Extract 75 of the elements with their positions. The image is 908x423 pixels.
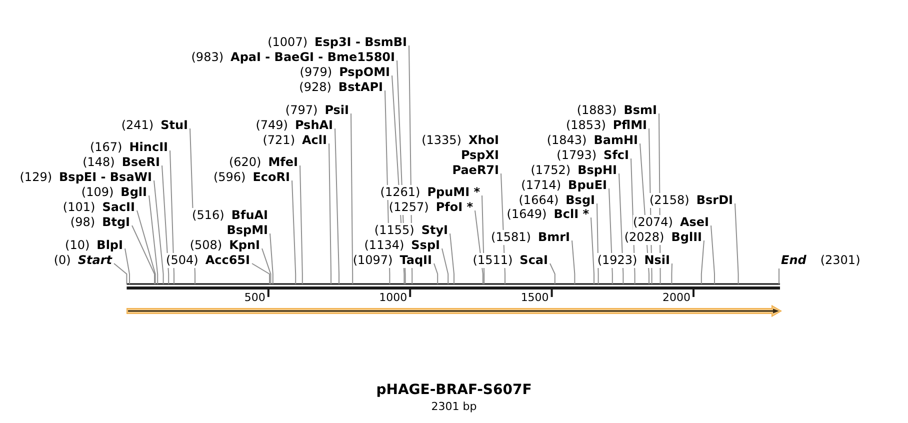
leader-line — [590, 217, 594, 284]
site-label: (1853) PflMI — [566, 118, 647, 132]
site-label: (1923) NsiI — [597, 252, 670, 268]
site-label: (979) PspOMI — [300, 64, 390, 80]
site-label: (129) BspEI - BsaWI — [20, 170, 152, 184]
site-label: End (2301) — [781, 252, 860, 268]
leader-line — [700, 240, 704, 284]
dna-backbone — [126, 283, 780, 290]
leader-line — [710, 225, 715, 284]
scale-label: 2000 — [662, 291, 690, 304]
site-label: (1007) Esp3I - BsmBI — [268, 34, 407, 50]
site-label: (2028) BglII — [624, 230, 702, 244]
leader-line — [162, 165, 170, 284]
leader-line — [170, 150, 174, 284]
title: pHAGE-BRAF-S607F — [376, 382, 532, 399]
leader-line — [154, 180, 164, 284]
site-label: (1134) SspI — [364, 238, 440, 252]
site-label: (1714) BpuEI — [521, 178, 607, 192]
site-label: (0) Start — [54, 252, 112, 268]
scale-label: 1500 — [520, 291, 549, 304]
leader-line — [778, 268, 780, 284]
site-label: (109) BglI — [81, 184, 147, 200]
site-label: (1793) SfcI — [556, 148, 629, 162]
leader-line — [442, 248, 449, 284]
leader-line — [350, 113, 354, 284]
site-label: (241) StuI — [121, 118, 188, 132]
site-label: (148) BseRI — [82, 154, 160, 170]
site-label: (101) SacII — [62, 200, 135, 214]
site-label: (1843) BamHI — [546, 132, 638, 148]
site-label: (1664) BsgI — [518, 192, 595, 208]
leader-line — [114, 263, 128, 284]
site-label: (504) Acc65I — [166, 252, 250, 268]
site-label: (1257) PfoI * — [388, 200, 473, 214]
site-label: (1097) TaqII — [352, 252, 432, 268]
leader-line — [671, 263, 672, 284]
leader-line — [124, 248, 130, 284]
leader-line — [270, 233, 274, 284]
leader-line — [136, 210, 156, 284]
leader-line — [252, 263, 270, 284]
site-label: (167) HincII — [90, 140, 168, 154]
leader-line — [572, 240, 576, 284]
site-label: (797) PsiI — [285, 102, 349, 118]
scale-label: 1000 — [379, 291, 408, 304]
site-label: (721) AclI — [262, 132, 327, 148]
site-label: (2158) BsrDI — [649, 192, 733, 208]
caption: 2301 bp — [431, 400, 477, 414]
leader-line — [292, 180, 296, 284]
site-label: (1155) StyI — [374, 222, 448, 238]
site-label: (1883) BsmI — [576, 102, 657, 118]
site-label: (749) PshAI — [256, 118, 333, 132]
leader-line — [300, 165, 303, 284]
site-label: (1261) PpuMI * — [380, 184, 480, 200]
leader-line — [334, 128, 340, 284]
leader-line — [262, 248, 272, 284]
site-label: (508) KpnI — [190, 238, 260, 252]
site-label: (1335) XhoI PspXI PaeR7I — [422, 132, 499, 178]
site-label: (2074) AseI — [633, 214, 709, 230]
leader-line — [734, 203, 739, 284]
leader-line — [450, 233, 454, 284]
site-label: (10) BlpI — [65, 238, 123, 252]
leader-line — [434, 263, 438, 284]
site-label: (1752) BspHI — [530, 162, 617, 178]
site-label: (928) BstAPI — [299, 80, 383, 94]
scale-label: 500 — [244, 291, 266, 304]
leader-line — [148, 195, 158, 284]
site-label: (620) MfeI — [228, 154, 298, 170]
leader-line — [550, 263, 556, 284]
site-label: (1581) BmrI — [491, 230, 570, 244]
site-label: (98) BtgI — [70, 214, 130, 230]
leader-line — [328, 143, 332, 284]
site-label: (516) BfuAI BspMI — [192, 208, 268, 238]
site-label: (596) EcoRI — [213, 170, 290, 184]
site-label: (983) ApaI - BaeGI - Bme1580I — [191, 50, 395, 64]
site-label: (1511) ScaI — [472, 252, 548, 268]
leader-line — [132, 225, 155, 284]
